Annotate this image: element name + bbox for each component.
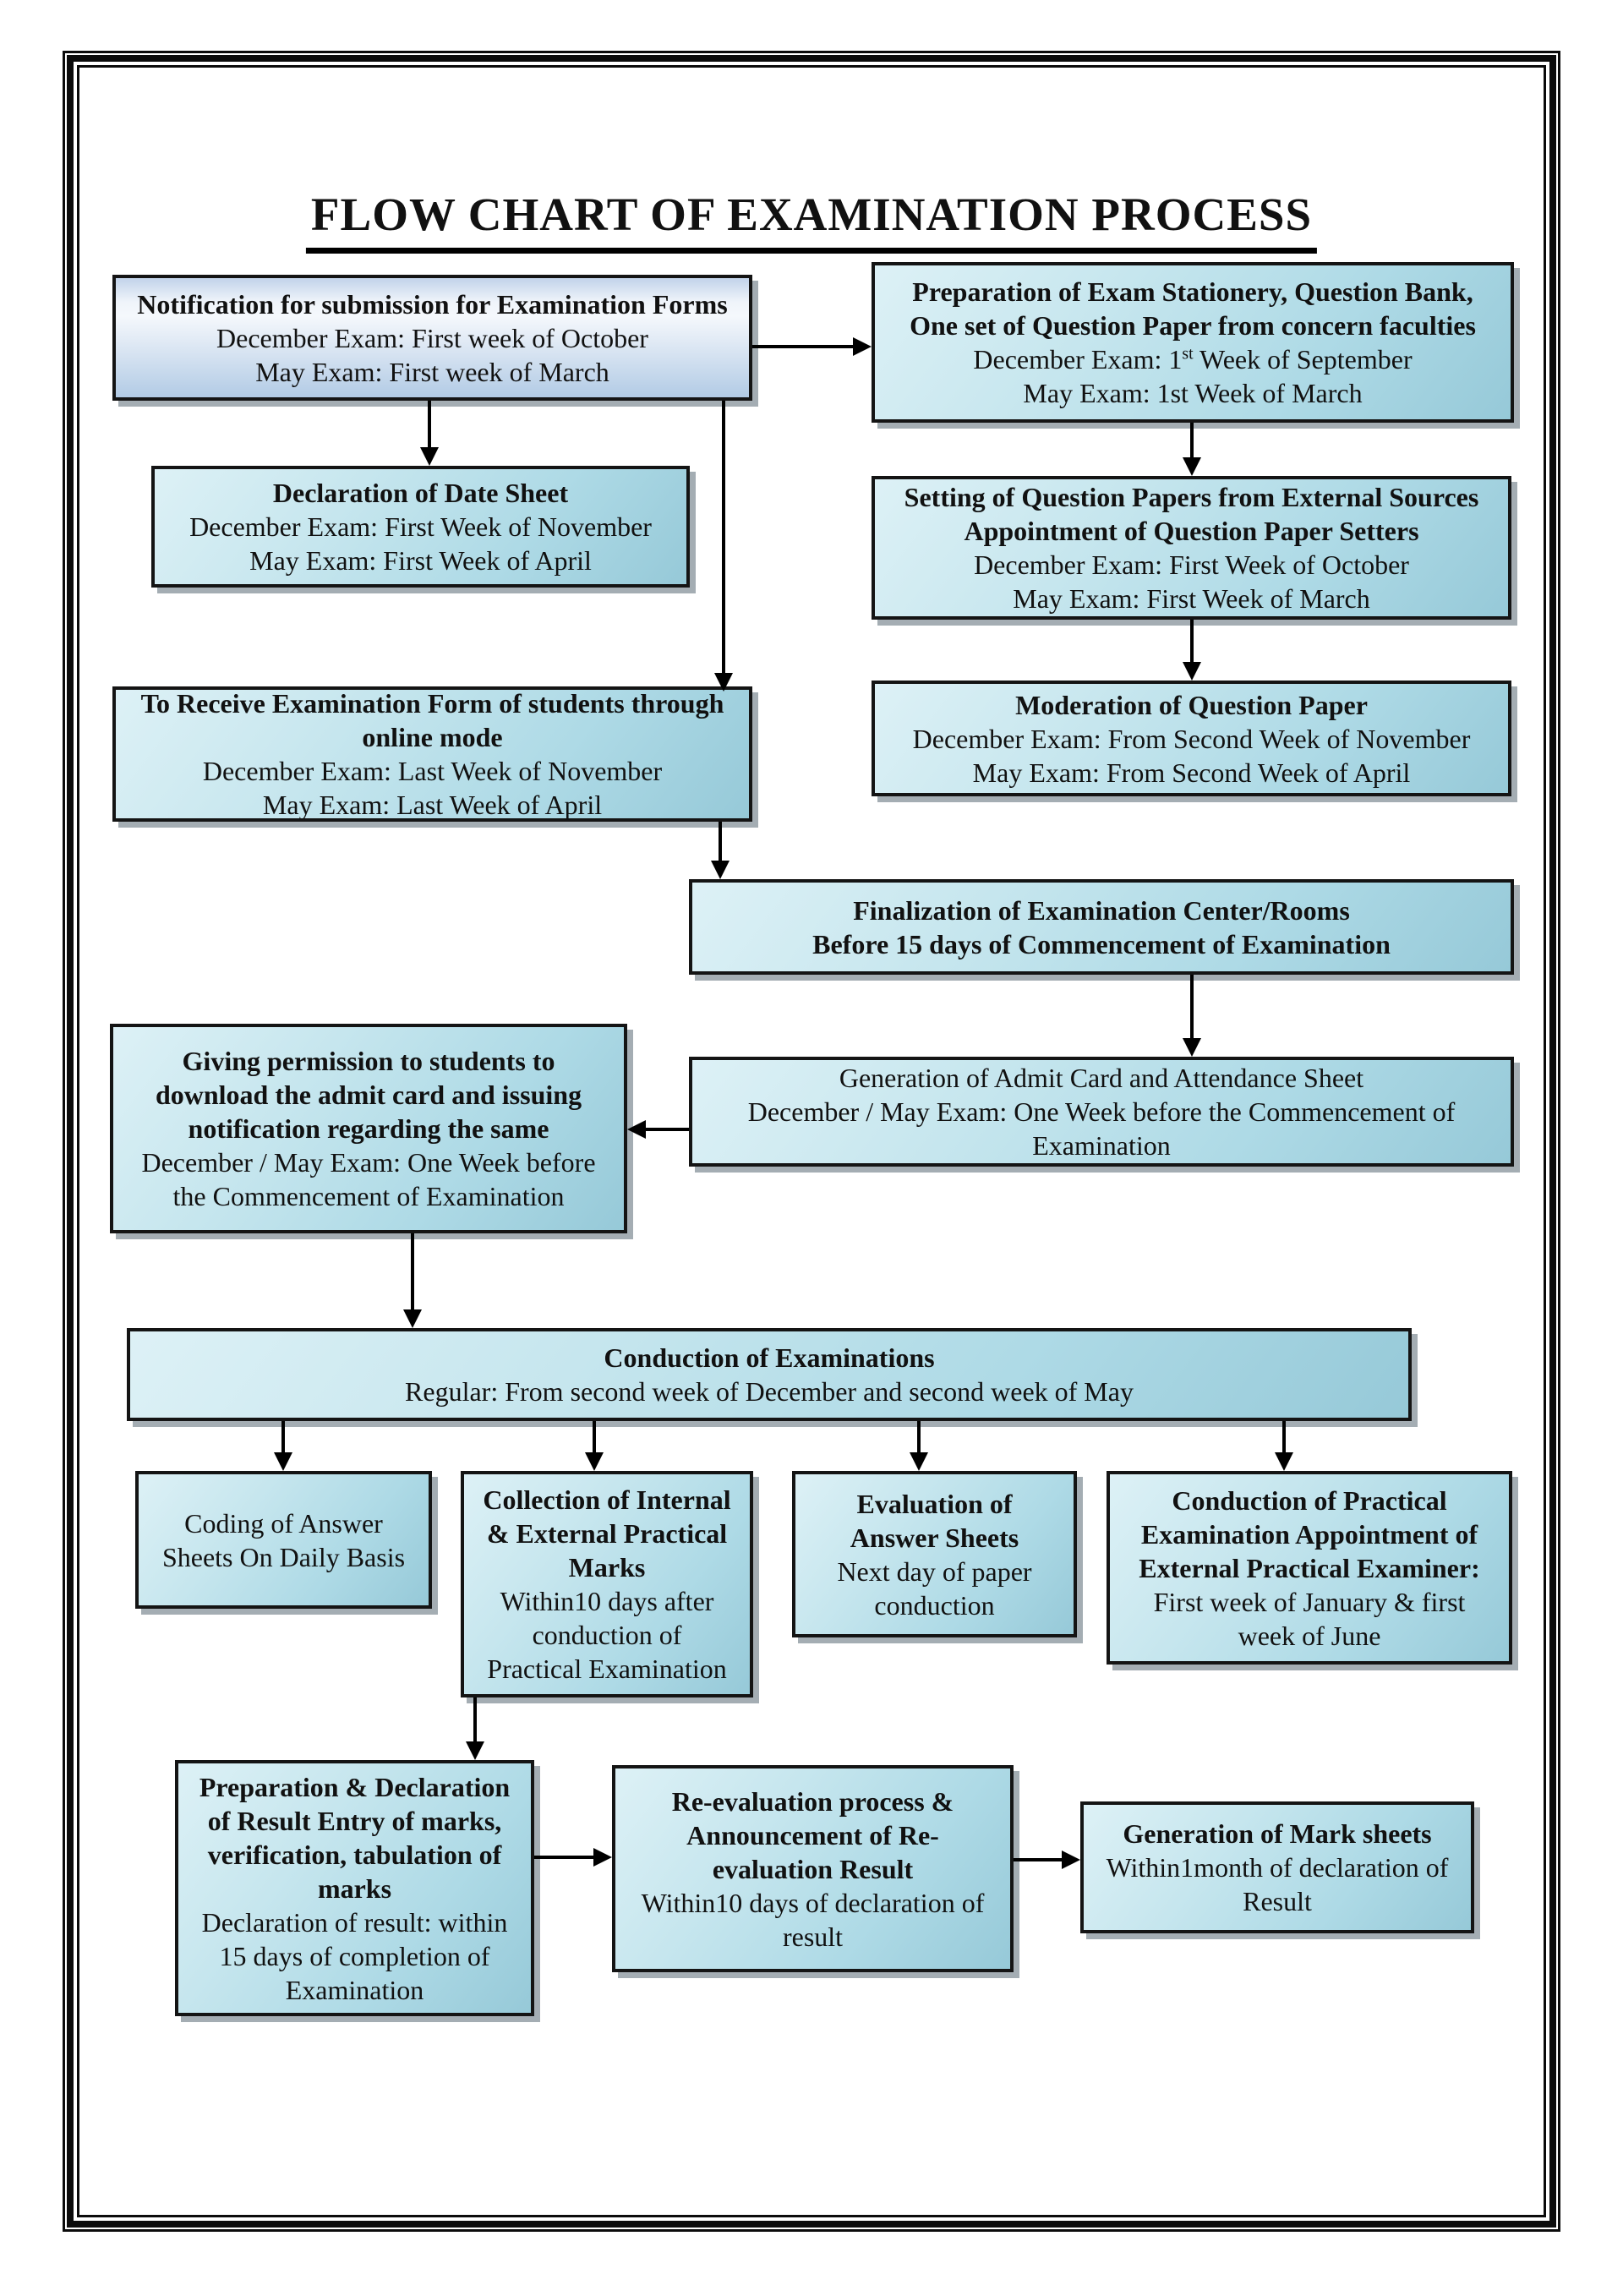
connector-conduction-to-coding <box>281 1421 285 1452</box>
box-detail: Generation of Admit Card and Attendance … <box>747 1063 1456 1161</box>
connector-receive-form-to-finalization <box>719 822 722 861</box>
box-title: Giving permission to students to downloa… <box>155 1046 582 1144</box>
box-title: Evaluation of Answer Sheets <box>850 1488 1019 1553</box>
box-title: To Receive Examination Form of students … <box>140 688 724 752</box>
flow-box-finalization-center: Finalization of Examination Center/Rooms… <box>689 879 1514 975</box>
connector-preparation-to-setting <box>1190 423 1194 457</box>
flow-box-giving-permission: Giving permission to students to downloa… <box>110 1024 627 1233</box>
arrowhead-down-icon <box>1183 457 1201 476</box>
connector-collection-to-result-preparation <box>473 1697 477 1741</box>
page-frame-outer <box>63 51 1560 2232</box>
box-title: Collection of Internal & External Practi… <box>483 1484 731 1583</box>
superscript-st: st <box>1182 344 1194 364</box>
box-title: Preparation & Declaration of Result Entr… <box>199 1771 511 1904</box>
arrowhead-down-icon <box>1183 662 1201 681</box>
box-detail: December Exam: First Week of October May… <box>974 549 1409 614</box>
arrowhead-down-icon <box>585 1452 604 1471</box>
connector-setting-to-moderation <box>1190 620 1194 662</box>
flow-box-result-preparation-declaration: Preparation & Declaration of Result Entr… <box>175 1760 534 2016</box>
box-title: Preparation of Exam Stationery, Question… <box>910 276 1476 341</box>
flow-box-preparation: Preparation of Exam Stationery, Question… <box>872 262 1514 423</box>
box-detail: Coding of Answer Sheets On Daily Basis <box>161 1507 406 1572</box>
connector-conduction-to-collection <box>593 1421 596 1452</box>
box-detail: Within10 days after conduction of Practi… <box>487 1586 727 1684</box>
arrowhead-down-icon <box>1183 1038 1201 1057</box>
box-title: Finalization of Examination Center/Rooms… <box>812 894 1391 959</box>
arrowhead-down-icon <box>714 673 733 692</box>
box-detail: December Exam: From Second Week of Novem… <box>912 723 1471 788</box>
connector-finalization-to-admit-card <box>1190 975 1194 1038</box>
connector-conduction-to-practical <box>1282 1421 1286 1452</box>
box-title: Conduction of Examinations <box>604 1342 935 1373</box>
connector-notification-to-receive-form <box>722 401 725 673</box>
connector-conduction-to-evaluation <box>917 1421 921 1452</box>
flow-box-re-evaluation: Re-evaluation process & Announcement of … <box>612 1765 1014 1972</box>
box-detail: December / May Exam: One Week before the… <box>141 1147 596 1211</box>
box-detail: Regular: From second week of December an… <box>405 1376 1134 1407</box>
box-title: Conduction of Practical Examination Appo… <box>1139 1484 1480 1583</box>
flow-box-collection-practical-marks: Collection of Internal & External Practi… <box>461 1471 753 1697</box>
page-title: FLOW CHART OF EXAMINATION PROCESS <box>305 188 1318 254</box>
connector-notification-to-preparation <box>752 345 853 348</box>
page-frame-middle <box>67 55 1556 2228</box>
box-detail: May Exam: 1st Week of March <box>1023 378 1363 408</box>
arrowhead-down-icon <box>466 1741 484 1760</box>
box-detail-superscript-line: December Exam: 1st Week of September <box>973 344 1413 374</box>
connector-giving-permission-to-conduction <box>411 1233 414 1309</box>
box-detail: Next day of paper conduction <box>837 1555 1032 1621</box>
flow-box-declaration-date-sheet: Declaration of Date Sheet December Exam:… <box>151 466 690 588</box>
arrowhead-down-icon <box>274 1452 292 1471</box>
flow-box-setting-question-papers: Setting of Question Papers from External… <box>872 476 1511 620</box>
connector-admit-card-to-giving-permission <box>646 1128 689 1131</box>
arrowhead-right-icon <box>593 1848 612 1867</box>
arrowhead-down-icon <box>910 1452 928 1471</box>
box-title: Notification for submission for Examinat… <box>137 288 728 320</box>
box-title: Generation of Mark sheets <box>1123 1818 1432 1849</box>
arrowhead-left-icon <box>627 1120 646 1139</box>
arrowhead-down-icon <box>711 861 730 879</box>
arrowhead-down-icon <box>420 447 439 466</box>
flow-box-notification: Notification for submission for Examinat… <box>112 275 752 401</box>
flow-box-admit-card-generation: Generation of Admit Card and Attendance … <box>689 1057 1514 1167</box>
box-detail: Within10 days of declaration of result <box>641 1887 985 1952</box>
flow-box-conduction-of-examinations: Conduction of Examinations Regular: From… <box>127 1328 1412 1421</box>
box-detail: December Exam: Last Week of November May… <box>202 756 663 820</box>
box-title: Re-evaluation process & Announcement of … <box>671 1785 954 1884</box>
box-title: Moderation of Question Paper <box>1015 689 1368 720</box>
box-detail: Within1month of declaration of Result <box>1106 1852 1449 1916</box>
arrowhead-right-icon <box>1062 1850 1080 1869</box>
flow-box-receive-exam-form: To Receive Examination Form of students … <box>112 686 752 822</box>
box-title: Declaration of Date Sheet <box>272 478 569 508</box>
flow-box-marksheet-generation: Generation of Mark sheets Within1month o… <box>1080 1801 1474 1933</box>
flow-box-evaluation-answer-sheets: Evaluation of Answer Sheets Next day of … <box>792 1471 1077 1637</box>
box-detail: December Exam: First Week of November Ma… <box>189 511 652 576</box>
connector-notification-to-declaration <box>428 401 431 447</box>
flow-box-moderation: Moderation of Question Paper December Ex… <box>872 681 1511 796</box>
arrowhead-down-icon <box>403 1309 422 1328</box>
flow-box-practical-examination: Conduction of Practical Examination Appo… <box>1107 1471 1512 1665</box>
arrowhead-right-icon <box>853 337 872 356</box>
flow-box-coding-answer-sheets: Coding of Answer Sheets On Daily Basis <box>135 1471 432 1609</box>
box-detail: First week of January & first week of Ju… <box>1153 1586 1466 1651</box>
box-detail: December Exam: First week of October May… <box>216 322 648 387</box>
connector-re-evaluation-to-marksheets <box>1014 1858 1062 1861</box>
box-title: Setting of Question Papers from External… <box>904 482 1479 546</box>
page-frame-inner <box>77 65 1546 2217</box>
box-detail: Declaration of result: within 15 days of… <box>201 1906 508 2005</box>
connector-result-to-re-evaluation <box>534 1856 593 1859</box>
arrowhead-down-icon <box>1275 1452 1293 1471</box>
